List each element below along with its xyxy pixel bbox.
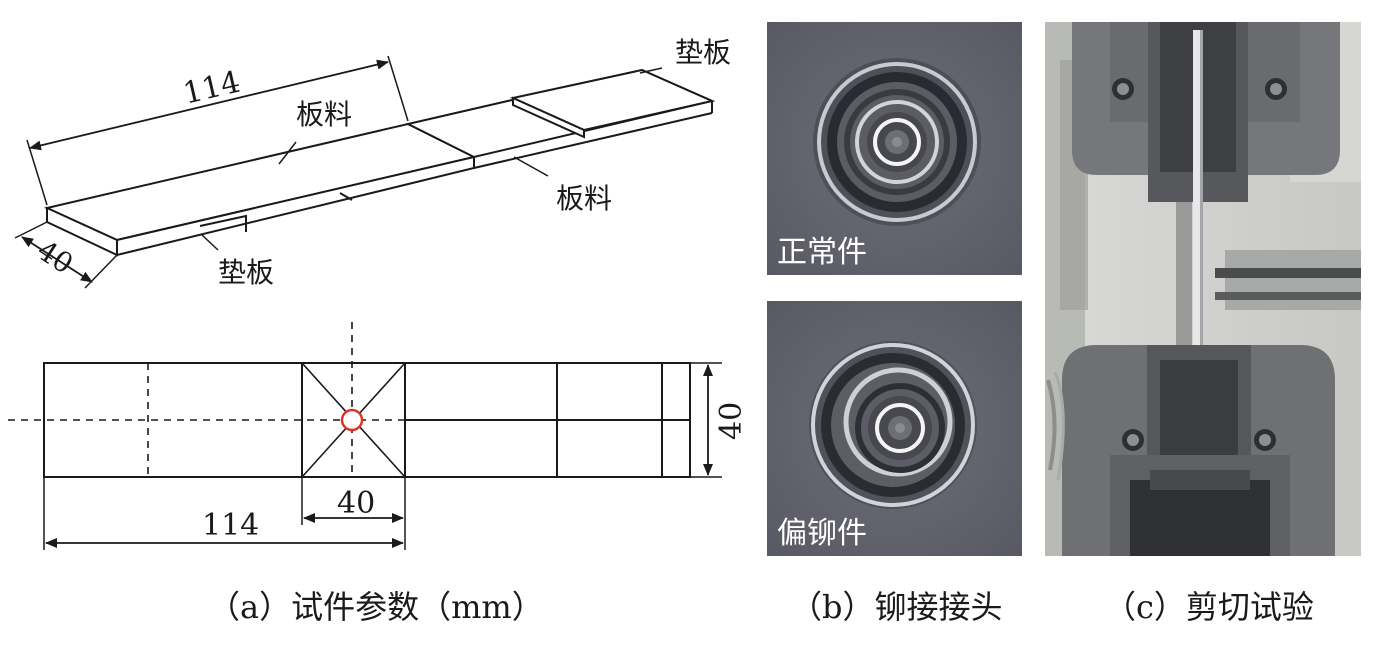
right-sheet-front-edge [473,112,713,169]
dim-ext-line-w1 [14,221,48,239]
leader-sheet-top [278,141,297,165]
left-pad-under [199,214,247,232]
joint-step-line [339,192,353,201]
plan-dim-length-label: 114 [202,508,259,543]
leader-pad-bottom [201,234,219,251]
label-sheet-right: 板料 [556,182,612,215]
dim-114-arrow-line [29,59,389,151]
label-sheet-top: 板料 [296,98,352,131]
iso-dim-length-label: 114 [180,65,244,112]
plan-dim-width-label: 40 [714,402,749,440]
dim-40-arrow-line [21,236,93,283]
plan-view-drawing [8,322,722,550]
photo-label-normal: 正常件 [777,235,867,270]
caption-panel-b: （b）铆接接头 [790,588,1003,626]
label-pad-bottom: 垫板 [218,256,274,289]
caption-panel-c: （c）剪切试验 [1104,588,1314,626]
iso-dim-width-label: 40 [31,234,79,281]
photo-normal-rivet [767,22,1022,275]
photo-offset-rivet [767,301,1022,556]
leader-sheet-right [513,156,549,177]
leader-pad-right [639,67,663,74]
dim-ext-line-w2 [84,254,118,289]
caption-panel-a: （a）试件参数（mm） [208,588,544,626]
label-pad-right: 垫板 [675,36,731,69]
dim-ext-line-left [26,139,48,206]
photo-label-offset: 偏铆件 [777,516,867,551]
plan-dim-overlap-label: 40 [337,486,375,521]
photo-shear-test-machine [1045,22,1361,556]
right-pad-edge [512,96,585,139]
rivet-position-marker [340,408,364,432]
dim-ext-line-right [387,55,409,122]
isometric-specimen-drawing [14,55,716,289]
